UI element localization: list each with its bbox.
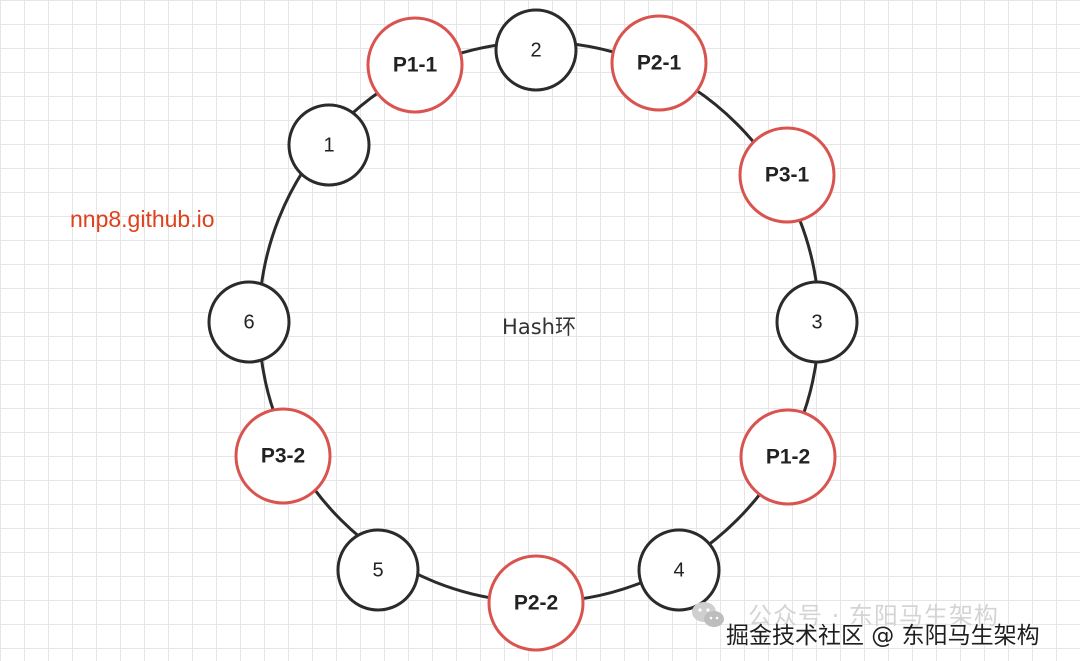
ring-node-label: 6 [243,311,254,333]
ring-nodes: P1-1 2P2-1 1P3-1 6 3P3-2 P1-2 5 4P2-2 [207,8,859,652]
partition-node-circle [738,126,836,224]
ring-node-label: P2-2 [514,592,558,615]
ring-node-p2-2: P2-2 [487,554,585,652]
ring-node-n5: 5 [336,528,420,612]
ring-node-n6: 6 [207,280,291,364]
server-node-circle [637,528,721,612]
watermark-ghost-text: 公众号 · 东阳马生架构 [748,602,999,630]
ring-node-n3: 3 [775,280,859,364]
partition-node-circle [366,16,464,114]
hash-ring-label: Hash环 [502,315,576,339]
ring-node-label: 5 [372,559,383,581]
ring-node-label: P1-1 [393,54,438,77]
ring-node-n4: 4 [637,528,721,612]
wechat-icon [692,602,724,627]
ring-node-p3-1: P3-1 [738,126,836,224]
watermark-text: 掘金技术社区 @ 东阳马生架构 [726,623,1040,649]
ring-node-p1-1: P1-1 [366,16,464,114]
ring-node-label: 1 [323,134,334,156]
ring-node-p3-2: P3-2 [234,407,332,505]
ring-node-label: 4 [673,559,684,581]
server-node-circle [336,528,420,612]
server-node-circle [287,103,371,187]
site-link-label: nnp8.github.io [70,206,215,232]
partition-node-circle [487,554,585,652]
ring-node-label: 3 [811,311,822,333]
partition-node-circle [234,407,332,505]
server-node-circle [207,280,291,364]
partition-node-circle [739,408,837,506]
ring-node-label: P2-1 [637,52,682,75]
partition-node-circle [610,14,708,112]
ring-node-label: 2 [530,39,541,61]
ring-node-p1-2: P1-2 [739,408,837,506]
ring-node-n1: 1 [287,103,371,187]
ring-node-n2: 2 [494,8,578,92]
ring-node-label: P3-1 [765,164,810,187]
server-node-circle [775,280,859,364]
ring-node-p2-1: P2-1 [610,14,708,112]
ring-node-label: P3-2 [261,445,305,468]
server-node-circle [494,8,578,92]
ring-node-label: P1-2 [766,446,810,469]
